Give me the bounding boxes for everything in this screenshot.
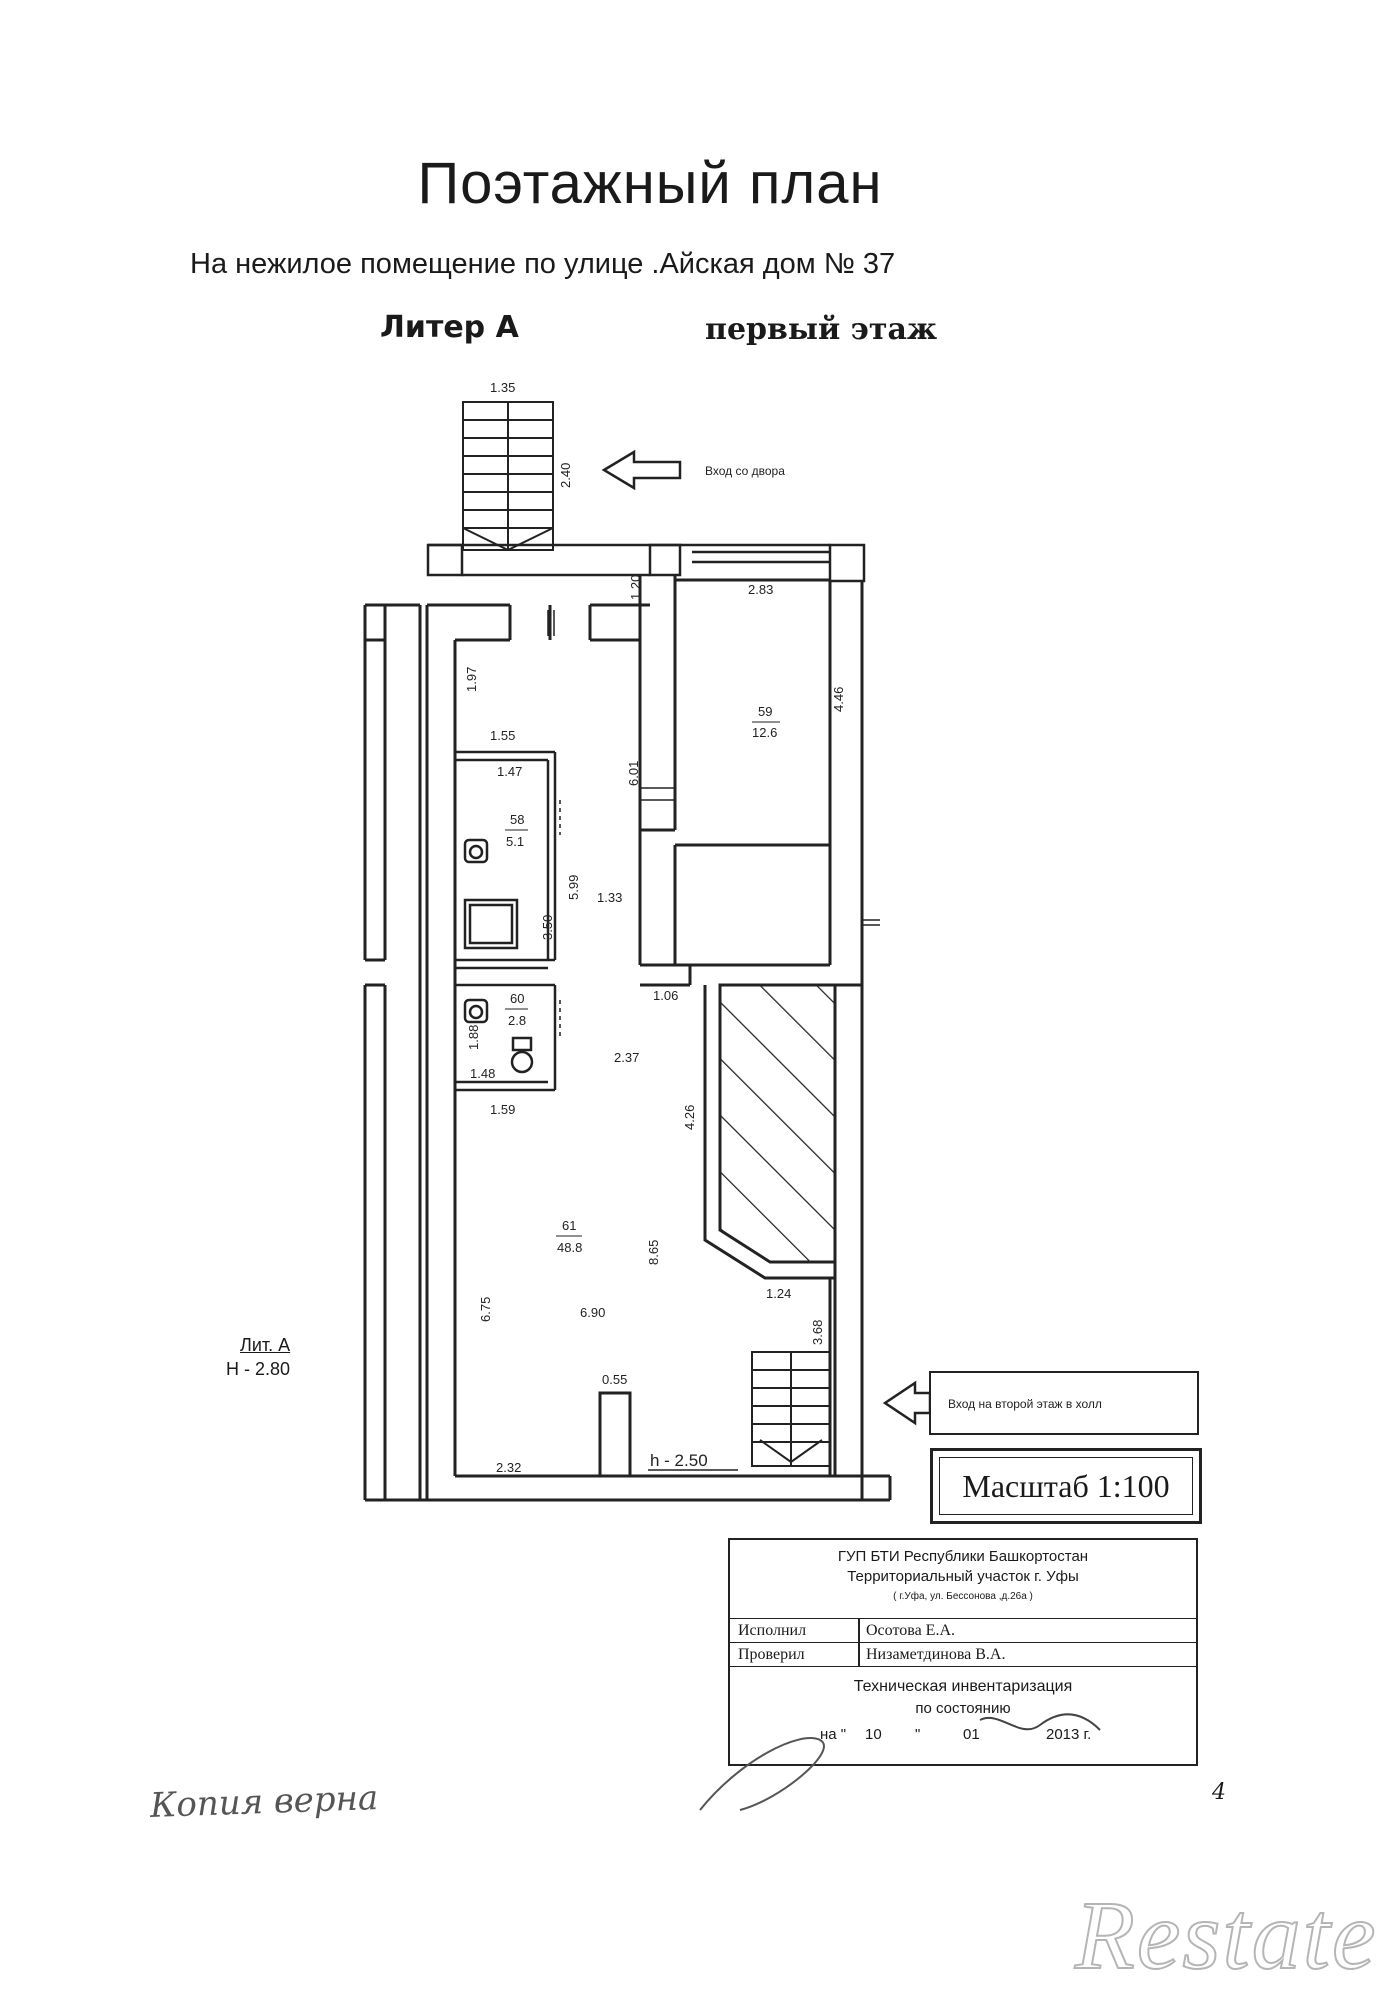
page-subtitle: На нежилое помещение по улице .Айская до… bbox=[190, 248, 896, 280]
dim-368: 3.68 bbox=[810, 1320, 825, 1345]
stamp-org-address: ( г.Уфа, ул. Бессонова ,д.26а ) bbox=[893, 1591, 1033, 1602]
ceiling-height-note: h - 2.50 bbox=[650, 1451, 708, 1470]
dim-197: 1.97 bbox=[464, 667, 479, 692]
dim-159: 1.59 bbox=[490, 1102, 515, 1117]
stamp-row-divider bbox=[730, 1666, 1196, 1667]
dim-426: 4.26 bbox=[682, 1105, 697, 1130]
liter-label: Литер А bbox=[380, 310, 519, 345]
window-marks bbox=[547, 610, 880, 926]
room-58-area: 5.1 bbox=[506, 834, 524, 849]
dim-stair-length: 2.40 bbox=[558, 463, 573, 488]
stamp-org-line1: ГУП БТИ Республики Башкортостан bbox=[837, 1548, 1089, 1565]
dim-446: 4.46 bbox=[831, 687, 846, 712]
second-floor-entrance-arrow bbox=[882, 1380, 932, 1426]
handwritten-note: Копия верна bbox=[149, 1778, 379, 1826]
second-floor-entrance-box bbox=[929, 1371, 1199, 1435]
room-58-number: 58 bbox=[510, 812, 524, 827]
page-number: 4 bbox=[1212, 1780, 1226, 1805]
yard-entrance-arrow bbox=[601, 449, 682, 491]
interior-staircase bbox=[751, 1351, 831, 1467]
watermark-logo: Restate bbox=[1074, 1881, 1378, 1991]
floor-label: первый этаж bbox=[705, 312, 938, 347]
stamp-checked-label: Проверил bbox=[738, 1646, 805, 1663]
stamp-date-month: 01 bbox=[963, 1726, 980, 1743]
dim-350: 3.50 bbox=[540, 915, 555, 940]
liter-note-height: Н - 2.80 bbox=[226, 1359, 291, 1379]
dim-106: 1.06 bbox=[653, 988, 678, 1003]
dim-232: 2.32 bbox=[496, 1460, 521, 1475]
title-block-stamp: ГУП БТИ Республики Башкортостан Территор… bbox=[728, 1538, 1198, 1766]
stamp-checked-name: Низаметдинова В.А. bbox=[866, 1646, 1006, 1663]
stamp-org-line2: Территориальный участок г. Уфы bbox=[847, 1568, 1079, 1585]
dim-188: 1.88 bbox=[466, 1025, 481, 1050]
stamp-row-checked: Проверил Низаметдинова В.А. bbox=[730, 1642, 1196, 1667]
dim-147: 1.47 bbox=[497, 764, 522, 779]
stamp-date-prefix: на " bbox=[820, 1726, 847, 1743]
room-60-walls bbox=[455, 985, 557, 1092]
dim-599: 5.99 bbox=[566, 875, 581, 900]
stamp-column-divider bbox=[858, 1618, 860, 1667]
dim-601: 6.01 bbox=[626, 761, 641, 786]
stamp-date-year: 2013 г. bbox=[1046, 1726, 1092, 1743]
stamp-executed-label: Исполнил bbox=[738, 1622, 807, 1639]
liter-note-label: Лит. А bbox=[240, 1335, 291, 1355]
dim-124: 1.24 bbox=[766, 1286, 791, 1301]
hatched-shaft bbox=[718, 983, 837, 1264]
room-60-area: 2.8 bbox=[508, 1013, 526, 1028]
dim-283: 2.83 bbox=[748, 582, 773, 597]
dim-133: 1.33 bbox=[597, 890, 622, 905]
room-59-area: 12.6 bbox=[752, 725, 777, 740]
building-walls bbox=[363, 575, 892, 1502]
room-60-number: 60 bbox=[510, 991, 524, 1006]
scale-box: Масштаб 1:100 bbox=[930, 1448, 1202, 1524]
signatures bbox=[699, 1713, 1101, 1811]
dim-675: 6.75 bbox=[478, 1297, 493, 1322]
dim-690: 6.90 bbox=[580, 1305, 605, 1320]
dim-055: 0.55 bbox=[602, 1372, 627, 1387]
porch bbox=[426, 543, 866, 583]
dim-237: 2.37 bbox=[614, 1050, 639, 1065]
yard-entrance-label: Вход со двора bbox=[705, 464, 785, 478]
stamp-inventory-line2: по состоянию bbox=[915, 1700, 1011, 1717]
room-61-area: 48.8 bbox=[557, 1240, 582, 1255]
yard-staircase bbox=[462, 401, 554, 552]
stamp-executed-name: Осотова Е.А. bbox=[866, 1622, 955, 1639]
room-59-number: 59 bbox=[758, 704, 772, 719]
page-title: Поэтажный план bbox=[417, 151, 883, 216]
stamp-inventory-line1: Техническая инвентаризация bbox=[853, 1678, 1073, 1695]
dim-155: 1.55 bbox=[490, 728, 515, 743]
stamp-row-executed: Исполнил Осотова Е.А. bbox=[730, 1618, 1196, 1643]
stamp-date-quote: " bbox=[915, 1726, 921, 1743]
dim-865: 8.65 bbox=[646, 1240, 661, 1265]
stamp-date-day: 10 bbox=[865, 1726, 882, 1743]
second-floor-entrance-label: Вход на второй этаж в холл bbox=[948, 1397, 1102, 1411]
room-61-number: 61 bbox=[562, 1218, 576, 1233]
scale-label: Масштаб 1:100 bbox=[939, 1457, 1193, 1515]
dim-148: 1.48 bbox=[470, 1066, 495, 1081]
dim-stair-width: 1.35 bbox=[490, 380, 515, 395]
room-58-walls bbox=[455, 750, 557, 987]
